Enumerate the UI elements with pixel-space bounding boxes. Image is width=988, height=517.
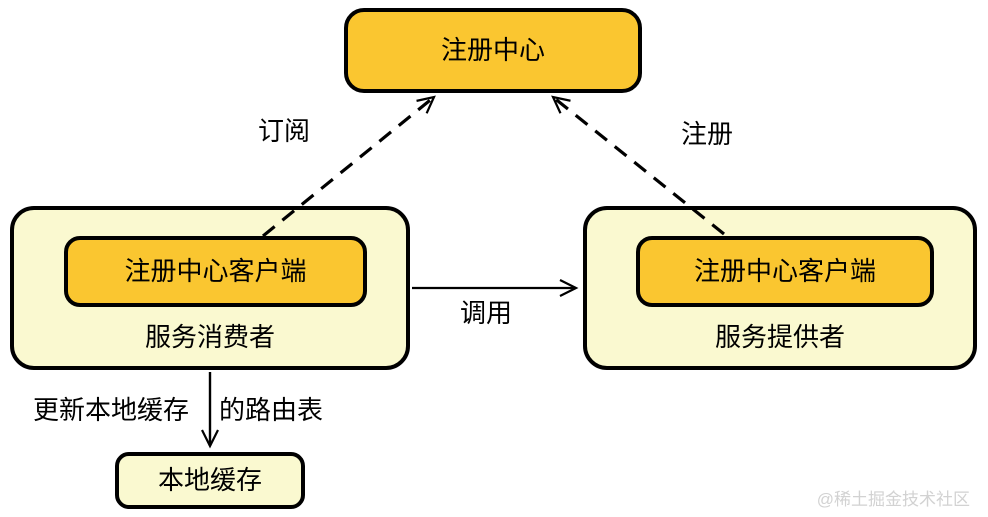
node-service-consumer-label: 服务消费者 bbox=[144, 323, 275, 352]
edge-update-cache-label-right: 的路由表 bbox=[219, 396, 324, 425]
node-registry-label: 注册中心 bbox=[440, 35, 545, 65]
node-registry: 注册中心 bbox=[344, 8, 642, 93]
node-service-provider: 注册中心客户端 服务提供者 bbox=[583, 206, 977, 370]
node-local-cache: 本地缓存 bbox=[115, 452, 305, 509]
node-provider-registry-client-label: 注册中心客户端 bbox=[693, 256, 876, 286]
node-provider-registry-client: 注册中心客户端 bbox=[636, 236, 934, 307]
node-consumer-registry-client: 注册中心客户端 bbox=[64, 236, 367, 307]
node-consumer-registry-client-label: 注册中心客户端 bbox=[124, 256, 307, 286]
node-local-cache-label: 本地缓存 bbox=[157, 465, 262, 495]
node-service-consumer: 注册中心客户端 服务消费者 bbox=[10, 206, 410, 370]
edge-register-label: 注册 bbox=[681, 120, 734, 149]
node-service-provider-label: 服务提供者 bbox=[714, 323, 845, 352]
edge-update-cache-label-left: 更新本地缓存 bbox=[33, 396, 190, 425]
edge-invoke-label: 调用 bbox=[460, 299, 513, 328]
edge-subscribe-label: 订阅 bbox=[258, 117, 311, 146]
watermark-text: @稀土掘金技术社区 bbox=[816, 490, 970, 509]
